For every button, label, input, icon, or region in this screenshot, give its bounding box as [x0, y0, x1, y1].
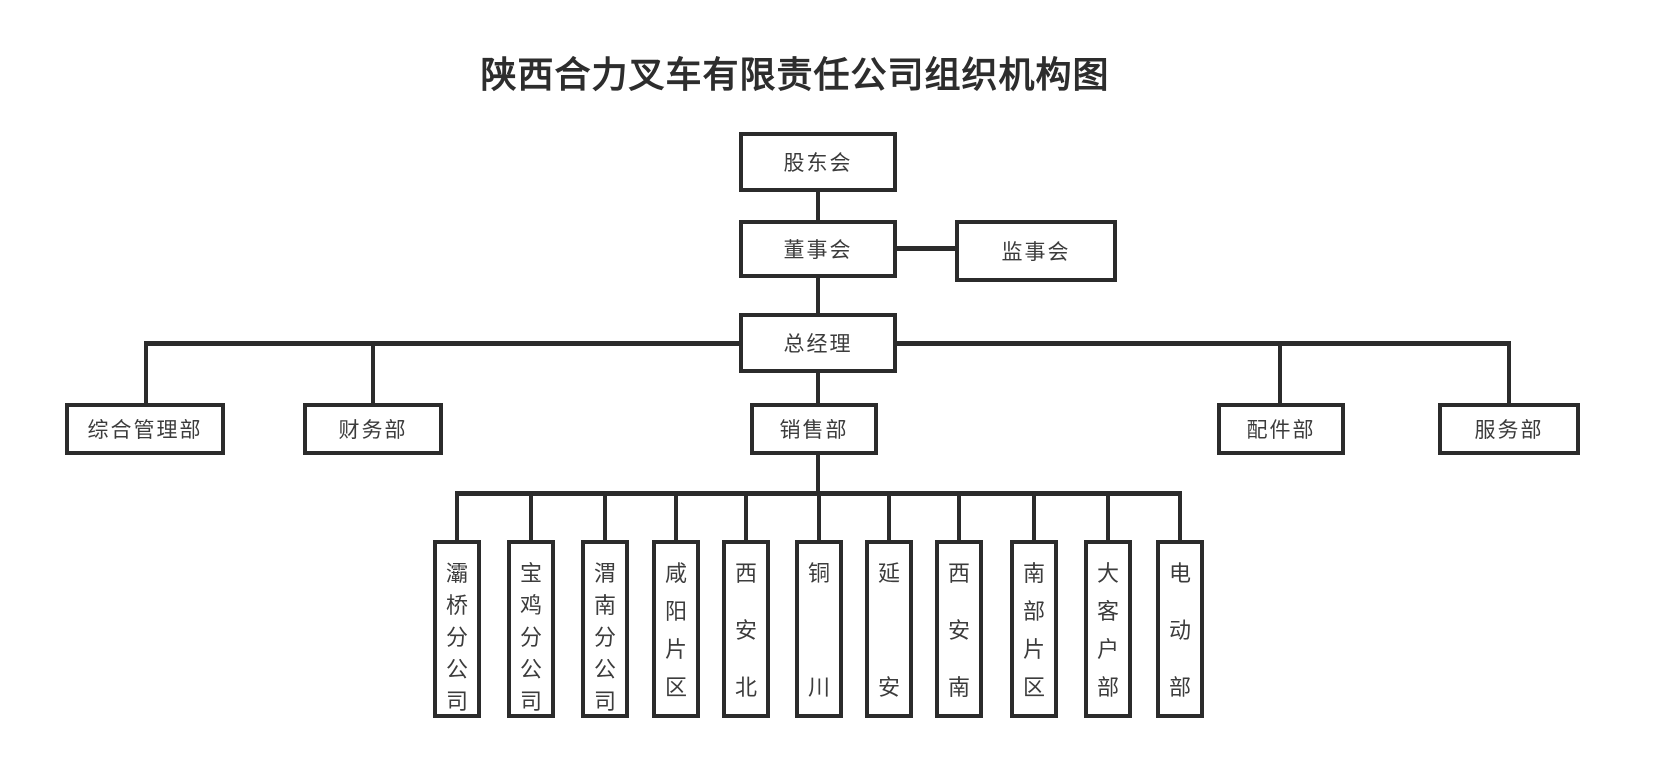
node-unit-xianyang-area: 咸阳片区 [652, 540, 700, 718]
connector-drop-tongchuan [817, 491, 821, 540]
connector-drop-baqiao [455, 491, 459, 540]
node-unit-key-accounts: 大客户部 [1084, 540, 1132, 718]
node-dept-sales: 销售部 [750, 403, 878, 455]
connector-drop-south-area [1032, 491, 1036, 540]
node-unit-baoji-branch: 宝鸡分公司 [507, 540, 555, 718]
connector-drop-weinan [603, 491, 607, 540]
connector-sales-bus [816, 455, 820, 493]
node-shareholders-meeting: 股东会 [739, 132, 897, 192]
connector-drop-finance [371, 341, 375, 403]
connector-drop-baoji [529, 491, 533, 540]
connector-shareholders-board [816, 192, 820, 220]
node-dept-finance: 财务部 [303, 403, 443, 455]
node-unit-yanan: 延安 [865, 540, 913, 718]
connector-board-supervisory [897, 246, 955, 251]
node-dept-service: 服务部 [1438, 403, 1580, 455]
connector-drop-xian-south [957, 491, 961, 540]
connector-gm-sales [816, 373, 820, 403]
connector-board-gm [816, 278, 820, 313]
node-dept-parts: 配件部 [1217, 403, 1345, 455]
node-unit-south-area: 南部片区 [1010, 540, 1058, 718]
connector-drop-key-accounts [1106, 491, 1110, 540]
connector-drop-service [1507, 341, 1511, 403]
node-unit-tongchuan: 铜川 [795, 540, 843, 718]
node-board-of-directors: 董事会 [739, 220, 897, 278]
connector-drop-xian-north [744, 491, 748, 540]
node-unit-xian-south: 西安南 [935, 540, 983, 718]
connector-drop-yanan [887, 491, 891, 540]
node-unit-weinan-branch: 渭南分公司 [581, 540, 629, 718]
node-unit-xian-north: 西安北 [722, 540, 770, 718]
node-unit-baqiao-branch: 灞桥分公司 [433, 540, 481, 718]
org-chart-title: 陕西合力叉车有限责任公司组织机构图 [480, 54, 1110, 95]
node-general-manager: 总经理 [739, 313, 897, 373]
connector-drop-parts [1278, 341, 1282, 403]
connector-drop-electric [1178, 491, 1182, 540]
node-supervisory-board: 监事会 [955, 220, 1117, 282]
node-unit-electric-dept: 电动部 [1156, 540, 1204, 718]
connector-drop-xianyang [674, 491, 678, 540]
node-dept-general-management: 综合管理部 [65, 403, 225, 455]
connector-drop-general-management [144, 341, 148, 403]
